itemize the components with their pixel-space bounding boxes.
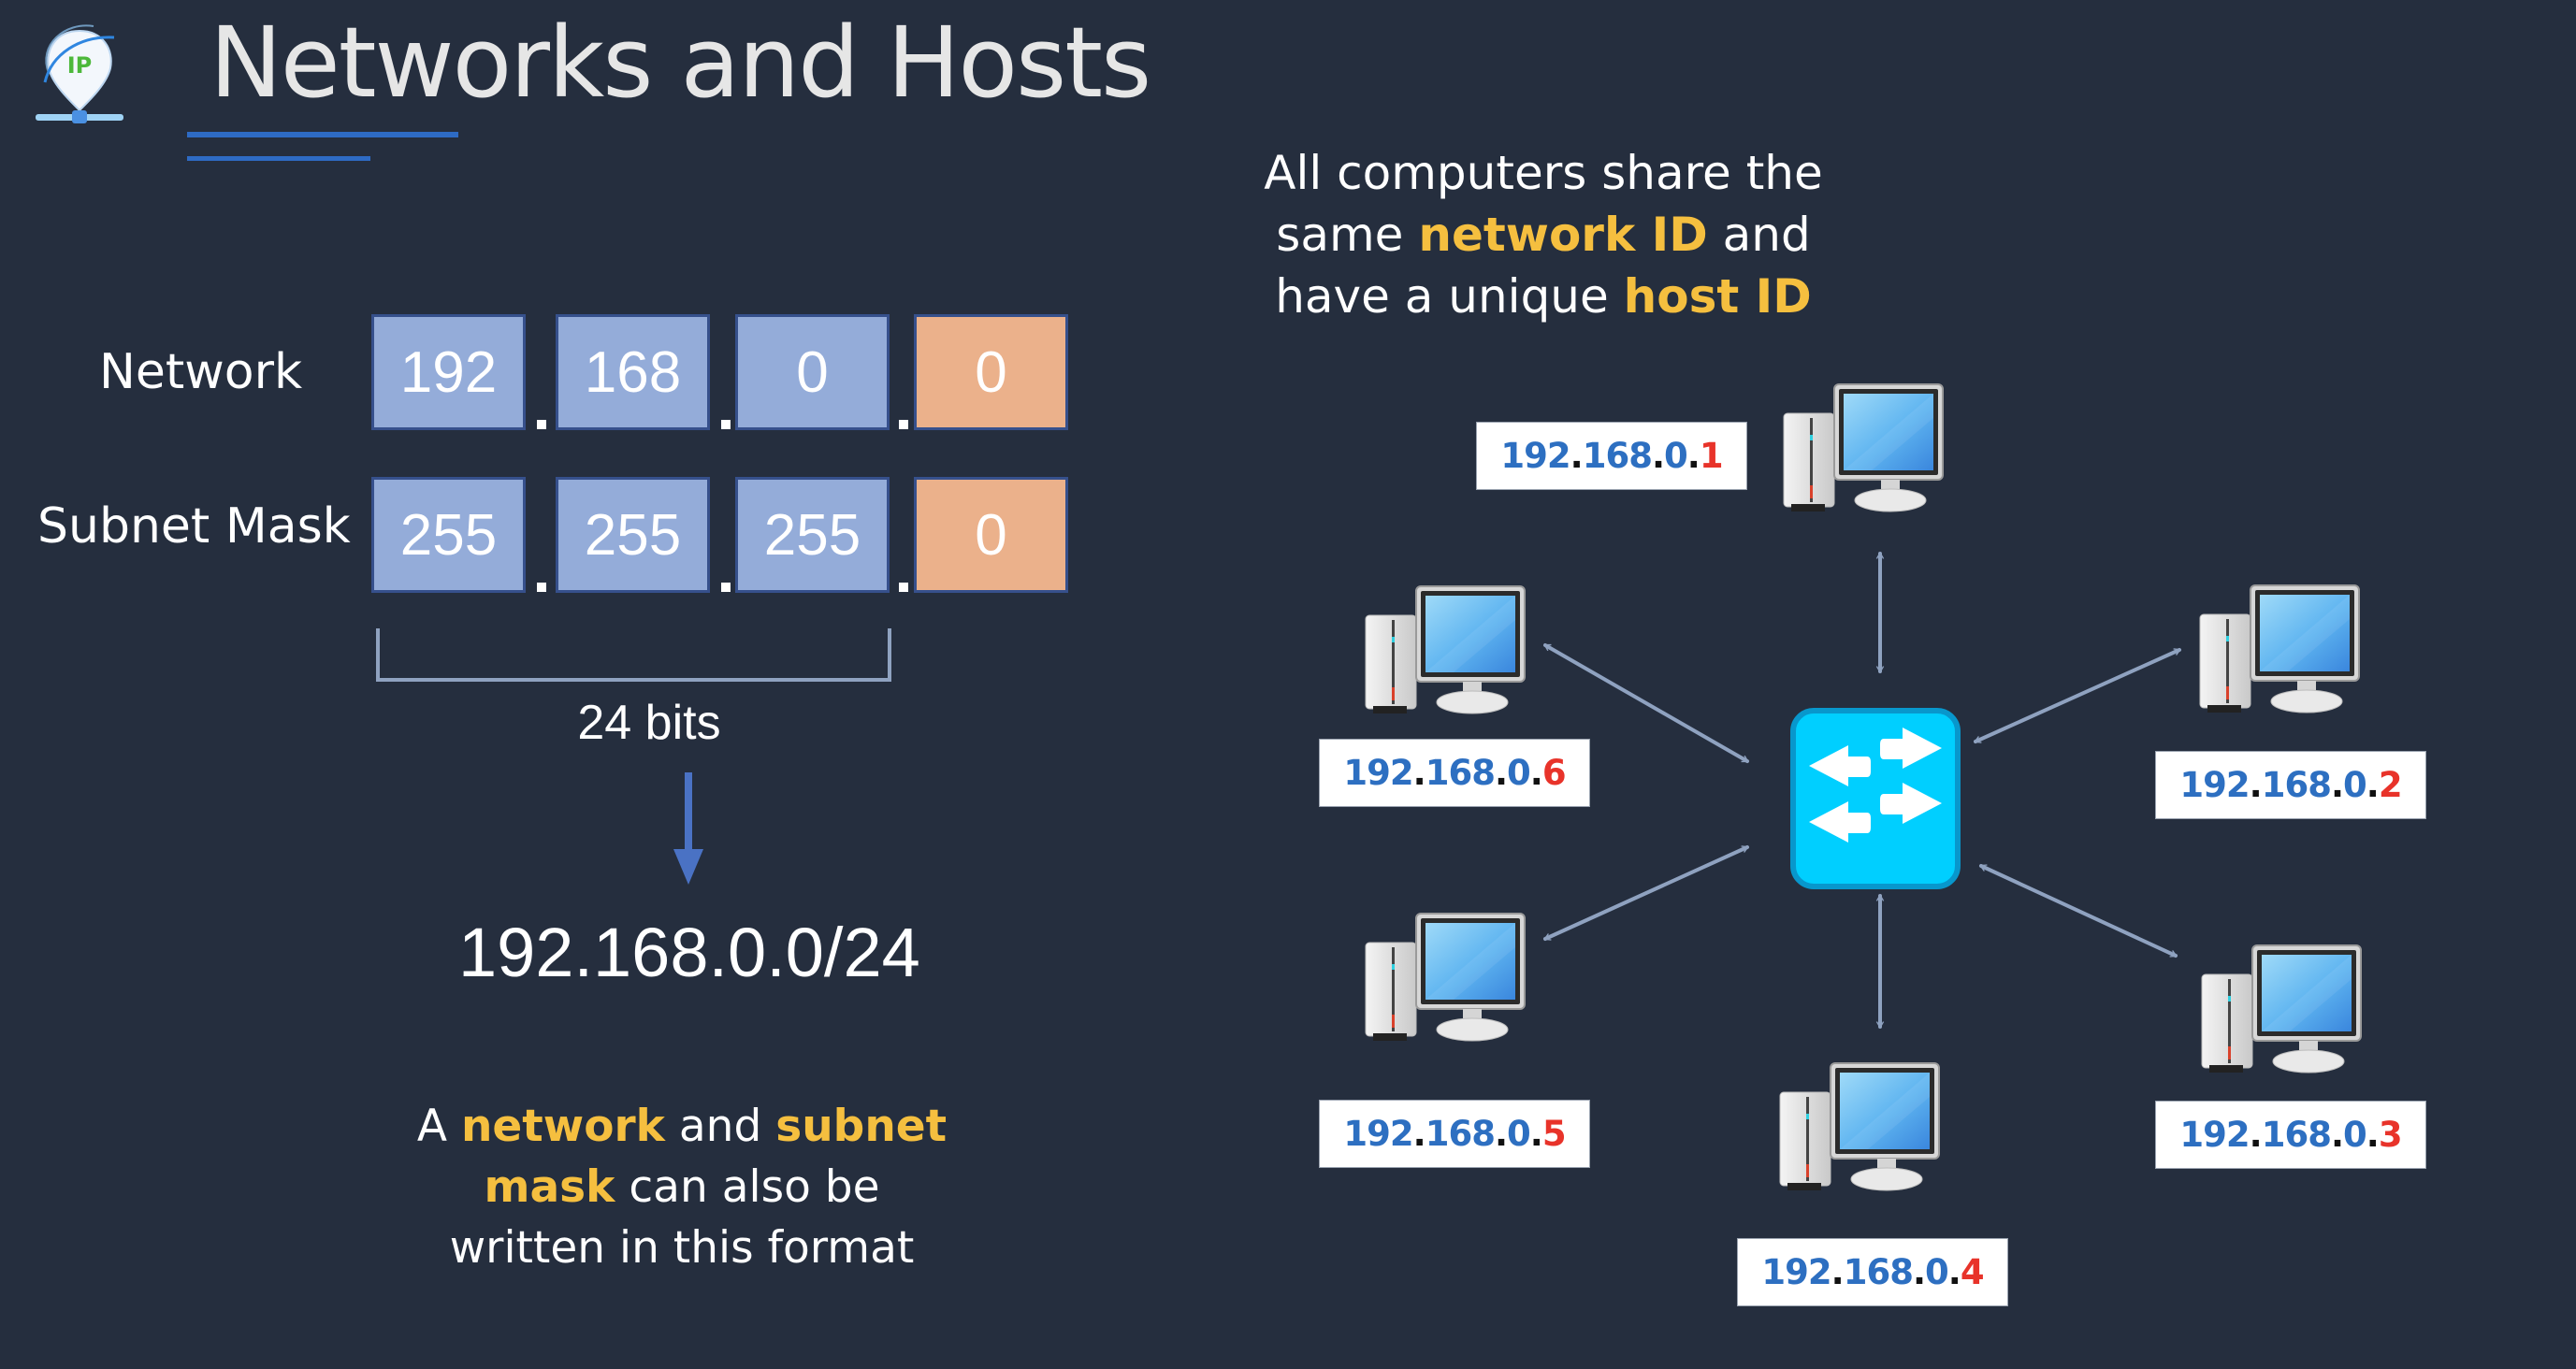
- ip-dot: .: [2330, 1115, 2344, 1155]
- ip-address-label: 192.168.0.5: [1319, 1100, 1590, 1168]
- arrow-host-3: [1978, 864, 2178, 958]
- mask-octet-4-host: 0: [914, 477, 1068, 593]
- ip-network-octet: 168: [1425, 753, 1496, 793]
- ip-address-label: 192.168.0.6: [1319, 739, 1590, 807]
- ip-host-octet: 3: [2378, 1115, 2403, 1155]
- ip-dot: .: [1412, 1114, 1426, 1154]
- network-octet-4-host: 0: [914, 314, 1068, 430]
- ip-dot: .: [1912, 1252, 1926, 1292]
- caption-text: have a unique: [1275, 269, 1624, 324]
- svg-text:IP: IP: [67, 52, 93, 79]
- ip-dot: .: [1529, 753, 1543, 793]
- arrow-host-2: [1973, 648, 2182, 743]
- ip-host-octet: 1: [1699, 436, 1724, 476]
- highlighted-term: host ID: [1623, 269, 1812, 324]
- mask-octet-2: 255: [556, 477, 710, 593]
- ip-dot: .: [1494, 1114, 1508, 1154]
- ip-dot: .: [1651, 436, 1665, 476]
- ip-dot: .: [1831, 1252, 1845, 1292]
- ip-host-octet: 5: [1541, 1114, 1567, 1154]
- slide-title: Networks and Hosts: [210, 6, 1151, 120]
- ip-dot: .: [1686, 436, 1700, 476]
- caption-text: can also be: [615, 1161, 880, 1213]
- network-octet-1: 192: [371, 314, 526, 430]
- ip-network-octet: 192: [1343, 1114, 1413, 1154]
- ip-network-octet: 168: [2261, 1115, 2332, 1155]
- ip-dot: .: [1494, 753, 1508, 793]
- octet-separator-dot: [899, 420, 908, 429]
- bits-label: 24 bits: [577, 696, 721, 750]
- desktop-computer-icon: [1778, 1059, 1941, 1192]
- ip-network-octet: 0: [1664, 436, 1688, 476]
- down-arrow-icon: [672, 772, 705, 886]
- ip-address-label: 192.168.0.2: [2155, 751, 2426, 819]
- ip-dot: .: [1947, 1252, 1961, 1292]
- ip-network-octet: 168: [1582, 436, 1653, 476]
- desktop-computer-icon: [1364, 910, 1527, 1043]
- caption-text: written in this format: [449, 1222, 915, 1274]
- ip-network-octet: 168: [1843, 1252, 1914, 1292]
- octet-separator-dot: [899, 583, 908, 592]
- ip-network-octet: 0: [1507, 1114, 1531, 1154]
- octet-separator-dot: [721, 583, 731, 592]
- ip-dot: .: [1529, 1114, 1543, 1154]
- mask-octet-1: 255: [371, 477, 526, 593]
- ip-host-octet: 6: [1541, 753, 1567, 793]
- highlighted-term: subnet: [775, 1101, 948, 1152]
- ip-host-octet: 2: [2378, 765, 2403, 805]
- ip-host-octet: 4: [1960, 1252, 1985, 1292]
- highlighted-term: network ID: [1418, 208, 1708, 262]
- caption-text: same: [1276, 208, 1419, 262]
- ip-network-octet: 192: [2179, 1115, 2250, 1155]
- ip-network-octet: 192: [1343, 753, 1413, 793]
- network-bits-bracket: [376, 628, 891, 682]
- ip-dot: .: [2330, 765, 2344, 805]
- ip-dot: .: [2249, 1115, 2263, 1155]
- mask-octet-3: 255: [735, 477, 890, 593]
- ip-dot: .: [2249, 765, 2263, 805]
- title-underline-short: [187, 156, 370, 161]
- caption-text: and: [1707, 208, 1811, 262]
- desktop-computer-icon: [2198, 582, 2361, 714]
- ip-network-octet: 0: [1507, 753, 1531, 793]
- ip-dot: .: [2366, 765, 2380, 805]
- ip-network-octet: 0: [2343, 1115, 2367, 1155]
- network-octet-2: 168: [556, 314, 710, 430]
- desktop-computer-icon: [1364, 583, 1527, 715]
- caption-text: and: [664, 1101, 776, 1152]
- network-octet-3: 0: [735, 314, 890, 430]
- ip-network-octet: 168: [1425, 1114, 1496, 1154]
- arrow-host-5: [1542, 845, 1750, 941]
- ip-dot: .: [1570, 436, 1584, 476]
- network-row-label: Network: [99, 344, 303, 400]
- cidr-notation: 192.168.0.0/24: [458, 914, 920, 991]
- desktop-computer-icon: [2200, 942, 2363, 1074]
- highlighted-term: network: [460, 1101, 665, 1152]
- highlighted-term: mask: [484, 1161, 615, 1213]
- ip-dot: .: [2366, 1115, 2380, 1155]
- title-underline-long: [187, 132, 458, 137]
- octet-separator-dot: [537, 583, 546, 592]
- octet-separator-dot: [721, 420, 731, 429]
- caption-text: A: [416, 1101, 461, 1152]
- left-caption: A network and subnet mask can also be writ…: [417, 1096, 947, 1278]
- right-caption: All computers share the same network ID a…: [1264, 142, 1823, 327]
- ip-address-label: 192.168.0.3: [2155, 1101, 2426, 1169]
- ip-logo-icon: IP: [28, 17, 131, 124]
- ip-network-octet: 192: [1500, 436, 1570, 476]
- network-switch-icon: [1790, 708, 1961, 889]
- caption-text: All computers share the: [1264, 146, 1823, 200]
- ip-network-octet: 192: [1761, 1252, 1831, 1292]
- desktop-computer-icon: [1782, 381, 1945, 513]
- ip-network-octet: 168: [2261, 765, 2332, 805]
- subnet-mask-row-label: Subnet Mask: [37, 498, 351, 555]
- ip-network-octet: 0: [2343, 765, 2367, 805]
- ip-network-octet: 0: [1925, 1252, 1949, 1292]
- ip-dot: .: [1412, 753, 1426, 793]
- octet-separator-dot: [537, 420, 546, 429]
- ip-address-label: 192.168.0.1: [1476, 422, 1747, 490]
- ip-address-label: 192.168.0.4: [1737, 1238, 2008, 1306]
- ip-network-octet: 192: [2179, 765, 2250, 805]
